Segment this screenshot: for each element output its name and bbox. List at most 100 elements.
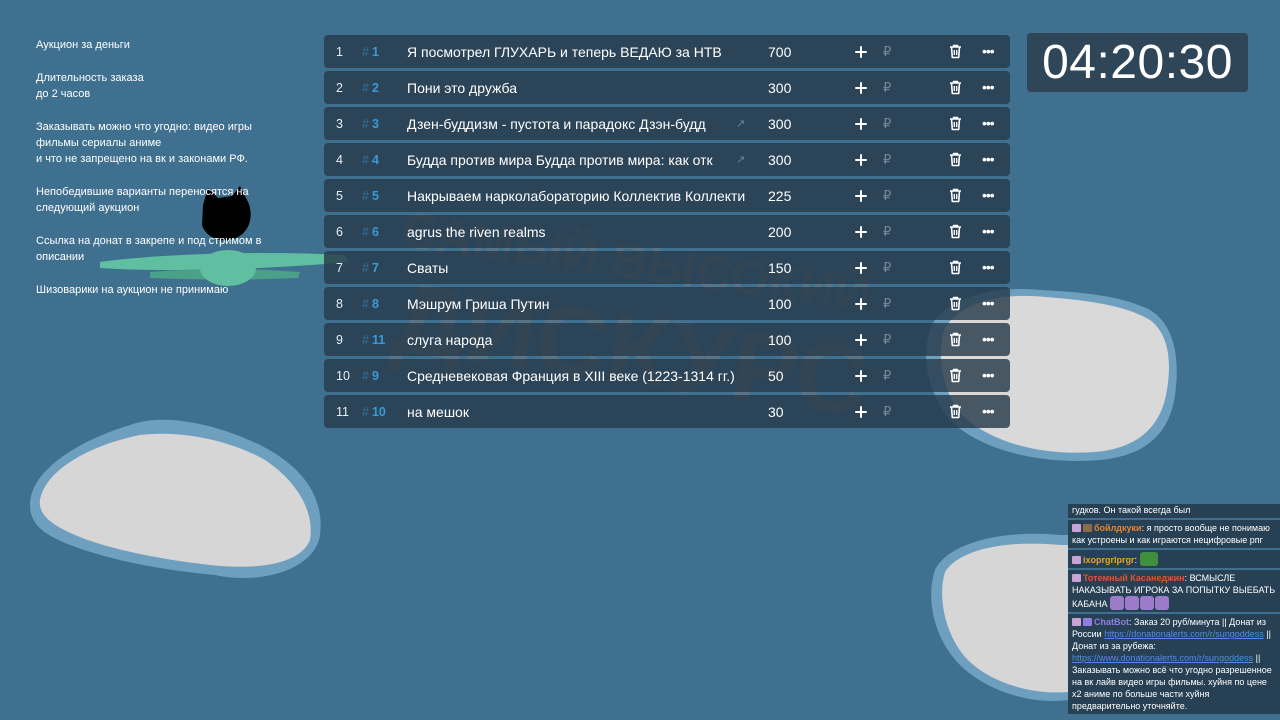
lot-position: 3 bbox=[336, 116, 343, 131]
lot-amount[interactable]: 200 bbox=[768, 223, 792, 240]
add-amount-button[interactable] bbox=[853, 44, 869, 60]
add-amount-button[interactable] bbox=[853, 332, 869, 348]
lot-amount[interactable]: 300 bbox=[768, 79, 792, 96]
chat-nick[interactable]: Тотемный Касанеджин bbox=[1083, 573, 1185, 583]
lot-name[interactable]: Накрываем нарколабораторию Коллектив Кол… bbox=[407, 187, 746, 204]
currency-icon: ₽ bbox=[883, 367, 892, 383]
more-options-button[interactable]: ••• bbox=[982, 115, 995, 131]
plane-illustration bbox=[100, 186, 348, 286]
lot-position: 2 bbox=[336, 80, 343, 95]
more-options-button[interactable]: ••• bbox=[982, 43, 995, 59]
delete-lot-button[interactable] bbox=[949, 188, 962, 203]
chat-nick[interactable]: бойлдкуки bbox=[1094, 523, 1142, 533]
lot-position: 10 bbox=[336, 368, 350, 383]
more-options-button[interactable]: ••• bbox=[982, 79, 995, 95]
lot-position: 7 bbox=[336, 260, 343, 275]
add-amount-button[interactable] bbox=[853, 260, 869, 276]
more-options-button[interactable]: ••• bbox=[982, 187, 995, 203]
add-amount-button[interactable] bbox=[853, 80, 869, 96]
cloud-bottom-right bbox=[931, 533, 1068, 701]
more-options-button[interactable]: ••• bbox=[982, 367, 995, 383]
delete-lot-button[interactable] bbox=[949, 116, 962, 131]
currency-icon: ₽ bbox=[883, 223, 892, 239]
lot-name[interactable]: Мэшрум Гриша Путин bbox=[407, 295, 550, 312]
add-amount-button[interactable] bbox=[853, 116, 869, 132]
chat-message: Тотемный Касанеджин: ВСМЫСЛЕ НАКАЗЫВАТЬ … bbox=[1068, 570, 1280, 612]
delete-lot-button[interactable] bbox=[949, 44, 962, 59]
lot-amount[interactable]: 50 bbox=[768, 367, 784, 384]
lot-name[interactable]: Средневековая Франция в XIII веке (1223-… bbox=[407, 367, 735, 384]
more-options-button[interactable]: ••• bbox=[982, 331, 995, 347]
more-options-button[interactable]: ••• bbox=[982, 223, 995, 239]
add-amount-button[interactable] bbox=[853, 404, 869, 420]
delete-lot-button[interactable] bbox=[949, 152, 962, 167]
lot-amount[interactable]: 225 bbox=[768, 187, 792, 204]
lot-amount[interactable]: 700 bbox=[768, 43, 792, 60]
lot-amount[interactable]: 150 bbox=[768, 259, 792, 276]
auction-rules: Аукцион за деньги Длительность заказа до… bbox=[36, 37, 286, 315]
lot-id: #8 bbox=[362, 297, 407, 311]
more-options-button[interactable]: ••• bbox=[982, 403, 995, 419]
subscriber-badge-icon bbox=[1072, 556, 1081, 564]
hash-icon: # bbox=[362, 152, 369, 167]
lot-name[interactable]: Дзен-буддизм - пустота и парадокс Дзэн-б… bbox=[407, 115, 706, 132]
chat-panel[interactable]: гудков. Он такой всегда был бойлдкуки: я… bbox=[1068, 504, 1280, 720]
hash-icon: # bbox=[362, 260, 369, 275]
delete-lot-button[interactable] bbox=[949, 260, 962, 275]
delete-lot-button[interactable] bbox=[949, 296, 962, 311]
lot-id-number: 5 bbox=[371, 188, 379, 203]
delete-lot-button[interactable] bbox=[949, 80, 962, 95]
lot-amount[interactable]: 100 bbox=[768, 331, 792, 348]
chat-message: ChatBot: Заказ 20 руб/минута || Донат из… bbox=[1068, 614, 1280, 714]
rule-text: Непобедившие варианты переносятся на сле… bbox=[36, 186, 249, 214]
currency-icon: ₽ bbox=[883, 331, 892, 347]
rule-text: Шизоварики на аукцион не принимаю bbox=[36, 284, 229, 296]
lot-name[interactable]: слуга народа bbox=[407, 331, 493, 348]
lot-amount[interactable]: 300 bbox=[768, 115, 792, 132]
lot-name[interactable]: Будда против мира Будда против мира: как… bbox=[407, 151, 713, 168]
add-amount-button[interactable] bbox=[853, 296, 869, 312]
lot-name[interactable]: agrus the riven realms bbox=[407, 223, 546, 240]
lot-name[interactable]: Пони это дружба bbox=[407, 79, 518, 96]
add-amount-button[interactable] bbox=[853, 368, 869, 384]
add-amount-button[interactable] bbox=[853, 188, 869, 204]
more-options-button[interactable]: ••• bbox=[982, 295, 995, 311]
chat-link[interactable]: https://www.donationalerts.com/r/sungodd… bbox=[1072, 653, 1254, 663]
lot-position: 9 bbox=[336, 332, 343, 347]
chat-link[interactable]: https://donationalerts.com/r/sungoddess bbox=[1104, 629, 1264, 639]
link-icon[interactable]: ↗ bbox=[736, 118, 746, 130]
delete-lot-button[interactable] bbox=[949, 404, 962, 419]
link-icon[interactable]: ↗ bbox=[736, 154, 746, 166]
lot-amount[interactable]: 30 bbox=[768, 403, 784, 420]
delete-lot-button[interactable] bbox=[949, 224, 962, 239]
more-options-button[interactable]: ••• bbox=[982, 259, 995, 275]
more-options-button[interactable]: ••• bbox=[982, 151, 995, 167]
chat-nick[interactable]: ixoprgrlprgr bbox=[1083, 555, 1135, 565]
delete-lot-button[interactable] bbox=[949, 332, 962, 347]
lot-name[interactable]: на мешок bbox=[407, 403, 469, 420]
lot-name[interactable]: Сваты bbox=[407, 259, 449, 276]
lot-amount[interactable]: 300 bbox=[768, 151, 792, 168]
lot-id-number: 11 bbox=[371, 332, 386, 347]
emote-icon bbox=[1124, 596, 1139, 610]
chat-nick[interactable]: ChatBot bbox=[1094, 617, 1129, 627]
add-amount-button[interactable] bbox=[853, 152, 869, 168]
lot-id: #3 bbox=[362, 117, 407, 131]
lot-amount[interactable]: 100 bbox=[768, 295, 792, 312]
rule-text: Длительность заказа до 2 часов bbox=[36, 72, 144, 100]
lot-name[interactable]: Я посмотрел ГЛУХАРЬ и теперь ВЕДАЮ за НТ… bbox=[407, 43, 722, 60]
lot-id: #11 bbox=[362, 333, 407, 347]
delete-lot-button[interactable] bbox=[949, 368, 962, 383]
add-amount-button[interactable] bbox=[853, 224, 869, 240]
